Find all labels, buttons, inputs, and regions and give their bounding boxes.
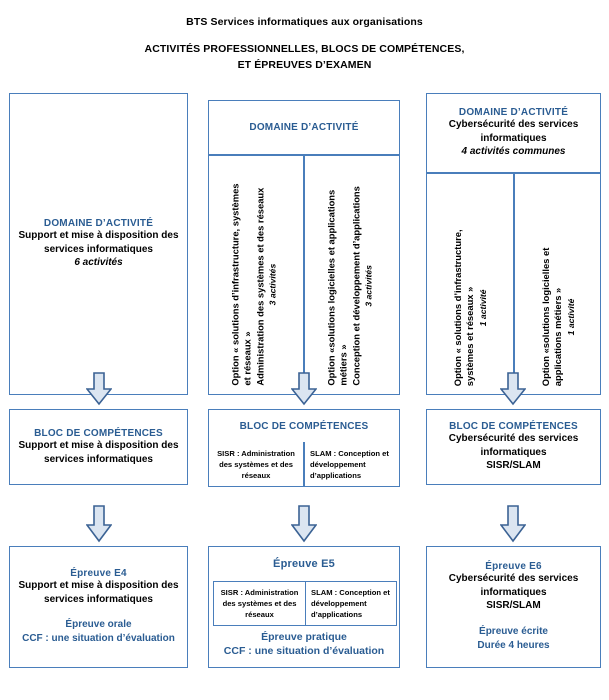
epreuve-left-content: Épreuve E4 Support et mise à disposition… bbox=[10, 547, 187, 667]
sisr-activity: Administration des systèmes et des résea… bbox=[254, 187, 266, 386]
domain-right-cell-sisr-text: Option « solutions d’infrastructure, sys… bbox=[452, 229, 489, 386]
right-sisr-option-line2: systèmes et réseaux » bbox=[464, 286, 476, 386]
domain-right-note: 4 activités communes bbox=[461, 146, 566, 158]
down-arrow-right-1 bbox=[500, 372, 526, 406]
domain-middle-header-content: DOMAINE D’ACTIVITÉ bbox=[209, 101, 399, 154]
right-slam-option-line1: Option «solutions logicielles et bbox=[539, 247, 551, 386]
domain-middle-cell-sisr: Option « solutions d’infrastructure, sys… bbox=[208, 155, 304, 395]
epreuve-middle-mode: Épreuve pratique bbox=[261, 631, 347, 643]
epreuve-left-body: Support et mise à disposition des servic… bbox=[18, 580, 179, 605]
epreuve-right-mode: Épreuve écrite bbox=[479, 625, 548, 637]
domain-middle-cell-slam-text: Option «solutions logicielles et applica… bbox=[325, 186, 375, 386]
title-line-2a: ACTIVITÉS PROFESSIONNELLES, BLOCS DE COM… bbox=[144, 43, 465, 55]
domain-left-body: Support et mise à disposition des servic… bbox=[18, 230, 179, 255]
domain-box-middle-header: DOMAINE D’ACTIVITÉ bbox=[208, 100, 400, 155]
epreuve-middle-cell-slam: SLAM : Conception et développement d’app… bbox=[305, 581, 397, 626]
domain-box-left: DOMAINE D’ACTIVITÉ Support et mise à dis… bbox=[9, 93, 188, 395]
epreuve-middle-footer: Épreuve pratique CCF : une situation d’é… bbox=[209, 630, 399, 658]
domain-middle-heading: DOMAINE D’ACTIVITÉ bbox=[249, 122, 359, 133]
domain-right-heading: DOMAINE D’ACTIVITÉ bbox=[458, 107, 569, 119]
sisr-note: 3 activités bbox=[267, 264, 278, 306]
sisr-option-line1: Option « solutions d’infrastructure, sys… bbox=[229, 183, 241, 386]
epreuve-right-code: SISR/SLAM bbox=[486, 600, 541, 612]
bloc-middle-cell-slam-text: SLAM : Conception et développement d’app… bbox=[310, 448, 389, 480]
domain-left-note: 6 activités bbox=[74, 257, 123, 269]
epreuve-box-left: Épreuve E4 Support et mise à disposition… bbox=[9, 546, 188, 668]
bloc-middle-cell-sisr: SISR : Administration des systèmes et de… bbox=[208, 442, 304, 487]
epreuve-middle-heading: Épreuve E5 bbox=[273, 558, 335, 570]
bloc-left-body: Support et mise à disposition des servic… bbox=[18, 440, 179, 465]
domain-left-content: DOMAINE D’ACTIVITÉ Support et mise à dis… bbox=[10, 94, 187, 394]
right-sisr-option-line1: Option « solutions d’infrastructure, bbox=[451, 229, 463, 386]
down-arrow-left-1 bbox=[86, 372, 112, 406]
bloc-right-content: BLOC DE COMPÉTENCES Cybersécurité des se… bbox=[427, 410, 600, 484]
right-sisr-note: 1 activité bbox=[477, 289, 488, 327]
down-arrow-left-2 bbox=[86, 505, 112, 543]
right-slam-note: 1 activité bbox=[565, 298, 576, 336]
title-line-2b: ET ÉPREUVES D’EXAMEN bbox=[237, 59, 372, 71]
domain-middle-cell-sisr-text: Option « solutions d’infrastructure, sys… bbox=[229, 184, 279, 386]
domain-right-header-content: DOMAINE D’ACTIVITÉ Cybersécurité des ser… bbox=[427, 94, 600, 172]
slam-note: 3 activités bbox=[363, 265, 374, 308]
bloc-box-middle: BLOC DE COMPÉTENCES SISR : Administratio… bbox=[208, 409, 400, 487]
sisr-option-line2: et réseaux » bbox=[241, 331, 253, 386]
domain-box-right-header: DOMAINE D’ACTIVITÉ Cybersécurité des ser… bbox=[426, 93, 601, 173]
down-arrow-middle-1 bbox=[291, 372, 317, 406]
bloc-right-heading: BLOC DE COMPÉTENCES bbox=[449, 421, 578, 433]
bloc-middle-cell-slam: SLAM : Conception et développement d’app… bbox=[304, 442, 400, 487]
right-slam-option-line2: applications métiers » bbox=[552, 287, 564, 386]
bloc-box-right: BLOC DE COMPÉTENCES Cybersécurité des se… bbox=[426, 409, 601, 485]
bloc-right-code: SISR/SLAM bbox=[486, 460, 541, 472]
bloc-middle-header: BLOC DE COMPÉTENCES bbox=[209, 410, 399, 442]
slam-activity: Conception et développement d’applicatio… bbox=[350, 186, 362, 386]
domain-middle-cell-slam: Option «solutions logicielles et applica… bbox=[304, 155, 400, 395]
epreuve-box-right: Épreuve E6 Cybersécurité des services in… bbox=[426, 546, 601, 668]
epreuve-left-heading: Épreuve E4 bbox=[70, 568, 127, 579]
epreuve-right-content: Épreuve E6 Cybersécurité des services in… bbox=[427, 547, 600, 667]
epreuve-middle-cell-slam-text: SLAM : Conception et développement d’app… bbox=[311, 588, 390, 619]
bloc-middle-heading: BLOC DE COMPÉTENCES bbox=[239, 420, 369, 432]
epreuve-middle-header: Épreuve E5 bbox=[209, 547, 399, 581]
epreuve-box-middle: Épreuve E5 SISR : Administration des sys… bbox=[208, 546, 400, 668]
bloc-box-left: BLOC DE COMPÉTENCES Support et mise à di… bbox=[9, 409, 188, 485]
slam-option-line2: métiers » bbox=[337, 344, 349, 386]
epreuve-right-heading: Épreuve E6 bbox=[485, 561, 542, 573]
bloc-middle-cell-sisr-text: SISR : Administration des systèmes et de… bbox=[217, 448, 295, 480]
domain-right-cell-slam: Option «solutions logicielles et applica… bbox=[514, 173, 601, 395]
domain-right-cell-sisr: Option « solutions d’infrastructure, sys… bbox=[426, 173, 514, 395]
domain-right-body: Cybersécurité des services informatiques bbox=[448, 119, 579, 144]
page-title: BTS Services informatiques aux organisat… bbox=[0, 16, 609, 73]
epreuve-middle-detail: CCF : une situation d’évaluation bbox=[223, 645, 385, 657]
epreuve-middle-cell-sisr-text: SISR : Administration des systèmes et de… bbox=[220, 588, 299, 619]
epreuve-right-body: Cybersécurité des services informatiques bbox=[448, 573, 579, 598]
epreuve-left-mode: Épreuve orale bbox=[65, 619, 132, 630]
domain-right-cell-slam-text: Option «solutions logicielles et applica… bbox=[540, 247, 577, 386]
title-line-2: ACTIVITÉS PROFESSIONNELLES, BLOCS DE COM… bbox=[0, 41, 609, 73]
down-arrow-right-2 bbox=[500, 505, 526, 543]
title-line-1: BTS Services informatiques aux organisat… bbox=[186, 16, 423, 28]
down-arrow-middle-2 bbox=[291, 505, 317, 543]
bloc-left-heading: BLOC DE COMPÉTENCES bbox=[34, 428, 163, 439]
epreuve-left-detail: CCF : une situation d’évaluation bbox=[22, 633, 175, 644]
bloc-left-content: BLOC DE COMPÉTENCES Support et mise à di… bbox=[10, 410, 187, 484]
epreuve-right-detail: Durée 4 heures bbox=[477, 639, 550, 651]
bloc-right-body: Cybersécurité des services informatiques bbox=[448, 433, 579, 458]
slam-option-line1: Option «solutions logicielles et applica… bbox=[325, 190, 337, 386]
domain-left-heading: DOMAINE D’ACTIVITÉ bbox=[43, 218, 154, 230]
epreuve-middle-cell-sisr: SISR : Administration des systèmes et de… bbox=[213, 581, 306, 626]
